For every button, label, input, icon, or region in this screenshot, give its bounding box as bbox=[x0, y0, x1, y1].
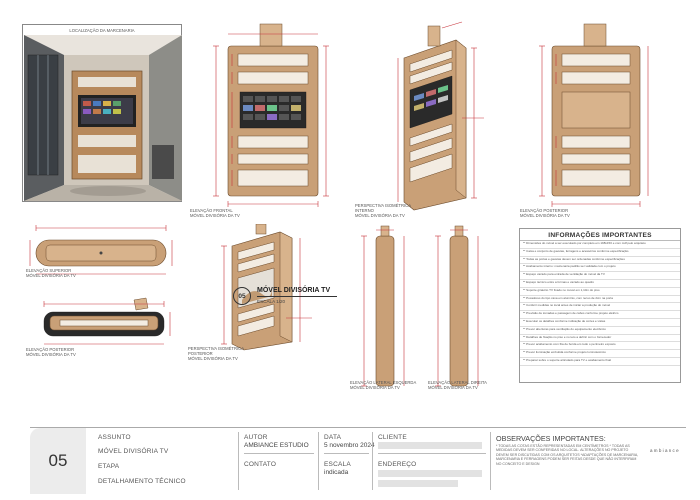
caption-line: Perspectiva isométrica bbox=[355, 203, 411, 208]
data-label: Data bbox=[324, 434, 342, 441]
location-render-box: Localização da Marcenaria bbox=[22, 24, 182, 202]
rear-lower-drawing bbox=[43, 297, 171, 345]
escala-label: Escala bbox=[324, 461, 351, 468]
isometric-front-drawing bbox=[397, 21, 484, 211]
escala-value: indicada bbox=[324, 469, 349, 476]
isometric-front-caption: Perspectiva isométrica Interno Móvel div… bbox=[355, 203, 411, 218]
info-line: ** Prever aberturas para ventilação do e… bbox=[520, 327, 680, 335]
info-panel-title: INFORMAÇÕES IMPORTANTES bbox=[520, 229, 680, 241]
caption-line: Elevação superior bbox=[26, 268, 72, 273]
observations-text: * Todas as cotas estão representadas em … bbox=[496, 444, 639, 466]
caption-line: Móvel divisória da TV bbox=[26, 273, 76, 278]
caption-line: Interno bbox=[355, 208, 374, 213]
autor-value: AMBIANCE ESTUDIO bbox=[244, 442, 309, 449]
important-info-panel: INFORMAÇÕES IMPORTANTES ** Dimensões do … bbox=[519, 228, 681, 383]
endereco-label: Endereço bbox=[378, 461, 417, 468]
endereco-redacted bbox=[378, 480, 458, 487]
title-block-rule bbox=[324, 453, 369, 454]
brand-logo: ambiance bbox=[650, 448, 680, 453]
info-line: ** Previsão de tomadas e passagem de cab… bbox=[520, 311, 680, 319]
caption-line: Móvel divisória da TV bbox=[428, 385, 478, 390]
caption-line: Móvel divisória da TV bbox=[26, 352, 76, 357]
info-line: ** Suporte giratório TV fixado no móvel … bbox=[520, 288, 680, 296]
info-line: ** Prever iluminação embutida conforme p… bbox=[520, 350, 680, 358]
cliente-label: Cliente bbox=[378, 434, 407, 441]
location-render bbox=[24, 35, 182, 201]
caption-line: Elevação lateral direita bbox=[428, 380, 487, 385]
title-block-divider bbox=[238, 432, 239, 490]
rear-elevation-drawing bbox=[539, 23, 649, 207]
top-elevation-drawing bbox=[29, 225, 173, 275]
info-line: ** Caixa e conjunto de gavetas, ferragen… bbox=[520, 249, 680, 257]
assunto-label: Assunto bbox=[98, 434, 131, 441]
caption-line: Móvel divisória da TV bbox=[520, 213, 570, 218]
sheet-number: 05 bbox=[30, 428, 86, 494]
info-line: ** Espaço vazado para entrada de ventila… bbox=[520, 272, 680, 280]
title-block: 05 Assunto Móvel divisória TV Etapa Deta… bbox=[30, 427, 686, 494]
caption-line: Elevação posterior bbox=[520, 208, 569, 213]
info-line: ** Preparar sobre o suporte articulado p… bbox=[520, 358, 680, 366]
endereco-redacted bbox=[378, 470, 482, 477]
front-elevation-drawing bbox=[213, 23, 329, 207]
info-line: ** Detalhes de fixação no piso e no teto… bbox=[520, 335, 680, 343]
info-line: ** Acabamento interno: marcenaria padrão… bbox=[520, 264, 680, 273]
section-scale: ESCALA 1/20 bbox=[257, 299, 286, 304]
etapa-value: Detalhamento técnico bbox=[98, 478, 186, 485]
caption-line: Perspectiva isométrica bbox=[188, 346, 244, 351]
front-elevation-caption: Elevação frontal Móvel divisória da TV bbox=[190, 208, 240, 218]
contato-label: Contato bbox=[244, 461, 277, 468]
caption-line: Móvel divisória da TV bbox=[190, 213, 240, 218]
lateral-left-drawing bbox=[361, 225, 405, 387]
title-block-rule bbox=[378, 453, 486, 454]
observations-title: Observações importantes: bbox=[496, 434, 606, 443]
title-block-divider bbox=[372, 432, 373, 490]
info-line: ** Executar os detalhes conforme indicaç… bbox=[520, 319, 680, 327]
isometric-rear-caption: Perspectiva isométrica Posterior Móvel d… bbox=[188, 346, 244, 361]
caption-line: Elevação lateral esquerda bbox=[350, 380, 417, 385]
caption-line: Posterior bbox=[188, 351, 213, 356]
info-line: ** Conferir medidas no local antes de in… bbox=[520, 303, 680, 312]
rear-lower-caption: Elevação posterior Móvel divisória da TV bbox=[26, 347, 76, 357]
top-elevation-caption: Elevação superior Móvel divisória da TV bbox=[26, 268, 76, 278]
info-line: ** Todas as portas e gavetas devem ser o… bbox=[520, 257, 680, 265]
lateral-left-caption: Elevação lateral esquerda Móvel divisóri… bbox=[350, 380, 416, 390]
section-title: MÓVEL DIVISÓRIA TV bbox=[257, 287, 331, 294]
etapa-label: Etapa bbox=[98, 463, 120, 470]
caption-line: Móvel divisória da TV bbox=[188, 356, 238, 361]
caption-line: Elevação posterior bbox=[26, 347, 75, 352]
autor-label: Autor bbox=[244, 434, 268, 441]
caption-line: Elevação frontal bbox=[190, 208, 233, 213]
location-title: Localização da Marcenaria bbox=[69, 28, 135, 33]
section-number-circle: 05 bbox=[233, 287, 251, 305]
lateral-right-drawing bbox=[435, 225, 479, 387]
data-value: 5 novembro 2024 bbox=[324, 442, 375, 449]
info-line: ** Espaço técnico entre a formas e vazad… bbox=[520, 280, 680, 288]
title-block-rule bbox=[244, 453, 314, 454]
lateral-right-caption: Elevação lateral direita Móvel divisória… bbox=[428, 380, 487, 390]
title-block-divider bbox=[318, 432, 319, 490]
rear-elevation-caption: Elevação posterior Móvel divisória da TV bbox=[520, 208, 570, 218]
caption-line: Móvel divisória da TV bbox=[350, 385, 400, 390]
section-underline bbox=[257, 296, 337, 297]
info-line: ** Dimensões do móvel a ser executado po… bbox=[520, 241, 680, 249]
info-line: ** Prever acabamento com fita de borda e… bbox=[520, 342, 680, 351]
caption-line: Móvel divisória da TV bbox=[355, 213, 405, 218]
title-block-divider bbox=[490, 432, 491, 490]
cliente-redacted bbox=[378, 442, 482, 449]
info-line: ** Puxadores do tipo cava em alumínio, c… bbox=[520, 296, 680, 304]
assunto-value: Móvel divisória TV bbox=[98, 448, 169, 455]
